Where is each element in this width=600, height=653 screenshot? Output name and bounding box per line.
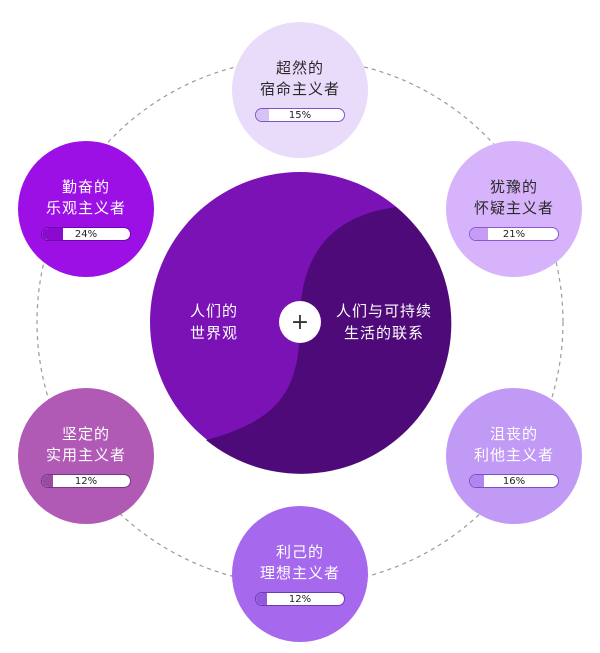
persona-percent: 21% <box>502 229 526 240</box>
persona-detached-fatalist: 超然的 宿命主义者 15% <box>232 22 368 158</box>
dashed-orbit-ring <box>36 58 564 586</box>
center-label-sustainability: 人们与可持续 生活的联系 <box>326 300 442 344</box>
plus-symbol: + <box>290 309 310 335</box>
persona-diligent-optimist: 勤奋的 乐观主义者 24% <box>18 141 154 277</box>
persona-progress-fill <box>256 109 270 121</box>
persona-label-line-1: 沮丧的 <box>489 425 538 443</box>
center-circle-right-half <box>206 207 452 474</box>
persona-label: 利己的 理想主义者 <box>260 542 340 584</box>
center-left-line-1: 人们的 <box>189 302 238 320</box>
persona-label-line-2: 怀疑主义者 <box>473 199 554 217</box>
persona-label-line-1: 坚定的 <box>61 425 110 443</box>
persona-label: 犹豫的 怀疑主义者 <box>474 177 554 219</box>
center-left-line-2: 世界观 <box>189 324 238 342</box>
center-label-worldview: 人们的 世界观 <box>168 300 260 344</box>
persona-progress-fill <box>42 475 53 487</box>
persona-label-line-2: 利他主义者 <box>473 446 554 464</box>
persona-hesitant-skeptic: 犹豫的 怀疑主义者 21% <box>446 141 582 277</box>
persona-label-line-2: 宿命主义者 <box>259 80 340 98</box>
persona-progress-bar: 16% <box>469 474 559 488</box>
persona-progress-fill <box>256 593 267 605</box>
persona-progress-bar: 21% <box>469 227 559 241</box>
persona-progress-bar: 15% <box>255 108 345 122</box>
persona-label-line-2: 乐观主义者 <box>45 199 126 217</box>
persona-percent: 24% <box>74 229 98 240</box>
center-right-line-2: 生活的联系 <box>343 324 424 342</box>
plus-icon: + <box>279 301 321 343</box>
persona-label-line-1: 超然的 <box>275 59 324 77</box>
persona-label-line-1: 犹豫的 <box>489 178 538 196</box>
persona-firm-pragmatist: 坚定的 实用主义者 12% <box>18 388 154 524</box>
persona-label: 超然的 宿命主义者 <box>260 58 340 100</box>
persona-frustrated-altruist: 沮丧的 利他主义者 16% <box>446 388 582 524</box>
persona-label: 坚定的 实用主义者 <box>46 424 126 466</box>
persona-label-line-2: 理想主义者 <box>259 564 340 582</box>
persona-label-line-1: 利己的 <box>275 543 324 561</box>
center-right-line-1: 人们与可持续 <box>335 302 432 320</box>
persona-percent: 16% <box>502 476 526 487</box>
persona-progress-bar: 24% <box>41 227 131 241</box>
persona-label: 勤奋的 乐观主义者 <box>46 177 126 219</box>
persona-progress-fill <box>42 228 64 240</box>
persona-percent: 12% <box>74 476 98 487</box>
persona-label-line-1: 勤奋的 <box>61 178 110 196</box>
persona-progress-bar: 12% <box>255 592 345 606</box>
persona-percent: 15% <box>288 110 312 121</box>
persona-percent: 12% <box>288 594 312 605</box>
persona-selfish-idealist: 利己的 理想主义者 12% <box>232 506 368 642</box>
persona-progress-fill <box>470 228 489 240</box>
persona-progress-bar: 12% <box>41 474 131 488</box>
persona-label-line-2: 实用主义者 <box>45 446 126 464</box>
persona-progress-fill <box>470 475 485 487</box>
persona-label: 沮丧的 利他主义者 <box>474 424 554 466</box>
